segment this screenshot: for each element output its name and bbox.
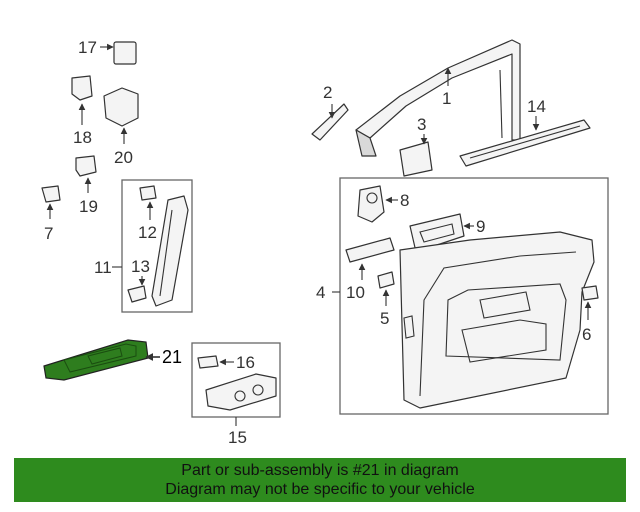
banner-line-1: Part or sub-assembly is #21 in diagram (181, 462, 459, 479)
part-13-clip[interactable] (127, 276, 147, 303)
banner-line-2: Diagram may not be specific to your vehi… (165, 481, 475, 498)
callout-7: 7 (44, 224, 53, 243)
callout-14: 14 (527, 97, 546, 116)
group-box-4 (339, 177, 609, 415)
callout-8: 8 (400, 191, 409, 210)
callout-17: 17 (78, 38, 97, 57)
door-trim-panel[interactable] (399, 231, 595, 409)
part-19-switch[interactable] (75, 155, 97, 193)
part-5-clip[interactable] (377, 271, 395, 306)
part-11-trim-strip[interactable] (151, 195, 189, 307)
callout-4: 4 (316, 283, 325, 302)
callout-20: 20 (114, 148, 133, 167)
callout-1: 1 (442, 89, 451, 108)
callout-19: 19 (79, 197, 98, 216)
callout-12: 12 (138, 223, 157, 242)
info-banner: Part or sub-assembly is #21 in diagram D… (14, 458, 626, 502)
part-21-switch-panel[interactable] (43, 339, 160, 381)
callout-18: 18 (73, 128, 92, 147)
part-2-cover[interactable] (311, 103, 349, 141)
callout-6: 6 (582, 325, 591, 344)
part-14-belt-molding[interactable] (459, 116, 591, 167)
callout-3: 3 (417, 115, 426, 134)
callout-11: 11 (94, 258, 112, 277)
callout-21: 21 (162, 347, 182, 367)
part-17-clip[interactable] (100, 41, 137, 65)
part-8-handle-bracket[interactable] (357, 185, 398, 223)
parts-diagram: 17 18 20 19 7 12 13 11 (41, 38, 609, 447)
part-10-switch[interactable] (345, 237, 395, 280)
callout-13: 13 (131, 257, 150, 276)
group-box-11 (121, 179, 193, 313)
callout-10: 10 (346, 283, 365, 302)
part-1-frame-molding[interactable] (355, 39, 521, 157)
callout-9: 9 (476, 217, 485, 236)
part-9-inside-handle[interactable] (409, 213, 474, 253)
part-7-bulb[interactable] (41, 185, 61, 219)
part-12-clip[interactable] (139, 185, 157, 220)
part-18-switch[interactable] (71, 75, 93, 125)
part-20-switch[interactable] (103, 87, 139, 144)
part-3-cover[interactable] (399, 134, 433, 177)
callout-15: 15 (228, 428, 247, 447)
part-16-bulb[interactable] (197, 355, 234, 369)
part-15-switch-base[interactable] (205, 373, 277, 411)
callout-16: 16 (236, 353, 255, 372)
callout-2: 2 (323, 83, 332, 102)
callout-5: 5 (380, 309, 389, 328)
part-6-clip[interactable] (581, 285, 599, 320)
